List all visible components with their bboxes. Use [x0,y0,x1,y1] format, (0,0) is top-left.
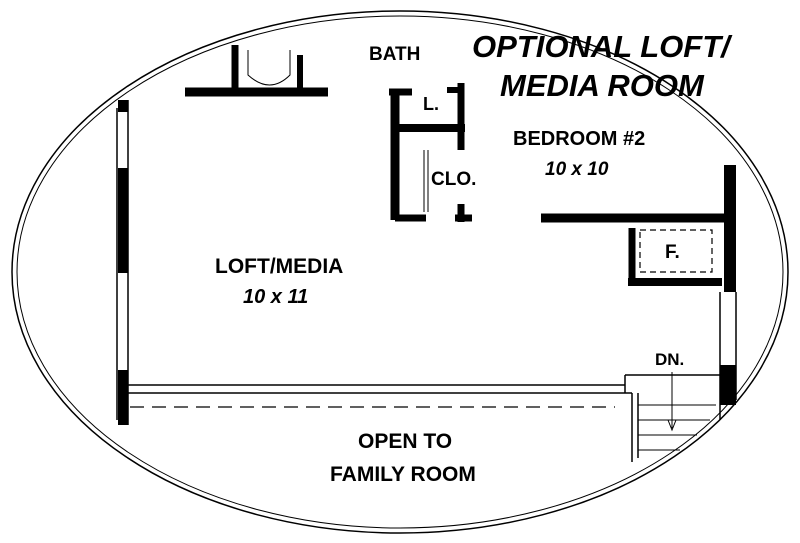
title-line-2: MEDIA ROOM [500,68,705,103]
label-open-line-1: OPEN TO [358,430,452,453]
label-bath: BATH [369,44,420,65]
label-open-line-2: FAMILY ROOM [330,463,476,486]
title-line-1: OPTIONAL LOFT/ [472,29,733,64]
label-stairs-down: DN. [655,350,684,369]
tub-fixture [247,50,291,86]
label-loft-size: 10 x 11 [243,286,308,308]
label-fireplace: F. [665,242,680,263]
wall-left-solid-2 [118,370,128,425]
label-bedroom2-name: BEDROOM #2 [513,128,645,150]
label-laundry: L. [423,94,439,114]
frame-ellipse-outer [11,10,789,534]
wall-left-solid-1 [118,168,128,273]
frame-ellipse-inner [16,15,784,529]
label-closet: CLO. [431,169,476,190]
wall-left-solid-top [118,100,128,112]
fireplace-box [639,229,713,273]
stair-arrow-head [667,419,677,432]
label-bedroom2-size: 10 x 10 [545,159,609,180]
wall-right-lower-solid [720,365,736,405]
label-loft-name: LOFT/MEDIA [215,255,343,278]
